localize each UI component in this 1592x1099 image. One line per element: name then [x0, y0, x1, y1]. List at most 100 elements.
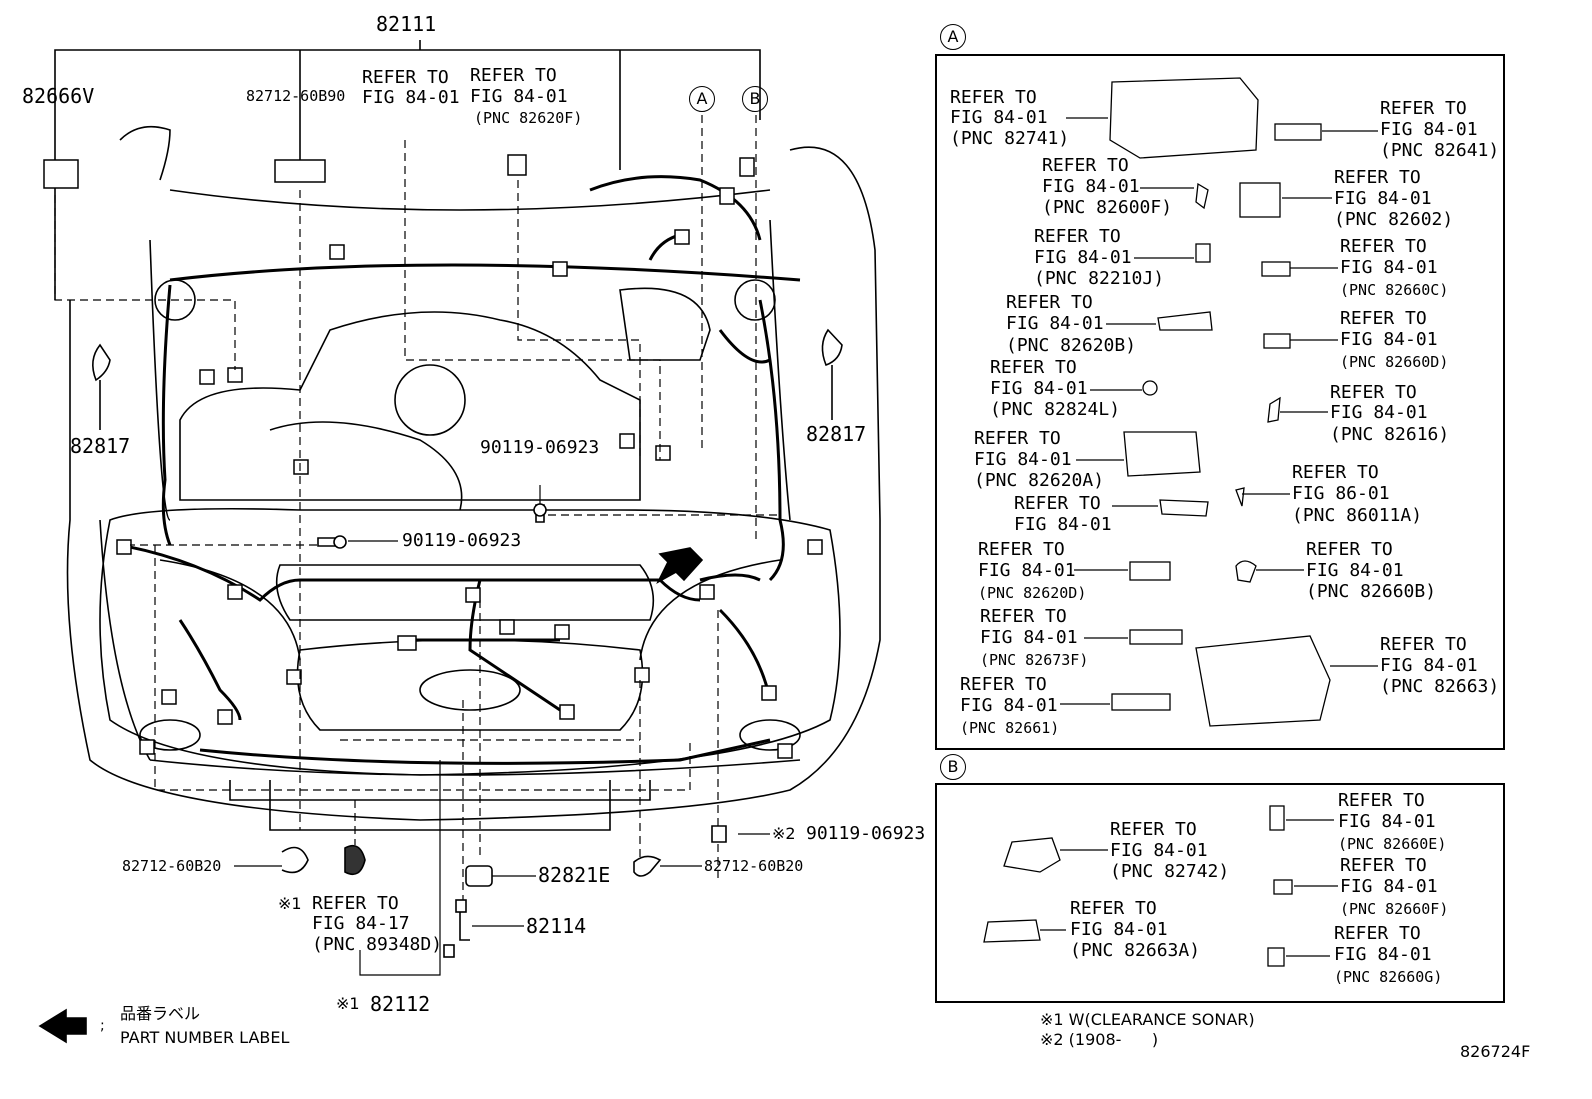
ref-82616-line2: FIG 84-01 [1330, 402, 1428, 423]
ref-82641-line3: (PNC 82641) [1380, 140, 1500, 161]
ref-b-line3: (PNC 82620F) [474, 109, 583, 127]
ref-82663-line1: REFER TO [1380, 634, 1467, 655]
ref-82824L-line3: (PNC 82824L) [990, 399, 1121, 420]
ref-82616-line1: REFER TO [1330, 382, 1417, 403]
harness-cowl [169, 263, 801, 282]
part-82821E [465, 865, 493, 887]
callout-b: B [742, 86, 768, 112]
ref-82660F-line1: REFER TO [1340, 855, 1427, 876]
ref-unlabeled-line1: REFER TO [1014, 493, 1101, 514]
relay-block-82741 [1109, 77, 1259, 159]
clamp-left-label: 82712-60B20 [122, 857, 222, 875]
clamp-right-label: 82712-60B20 [704, 857, 804, 875]
ref-82620D-line3: (PNC 82620D) [978, 584, 1087, 602]
part-82712-60B90: 82712-60B90 [246, 87, 346, 105]
harness-bumper [119, 543, 701, 602]
left-fender-top [119, 125, 171, 181]
fog-lamp-right [739, 719, 801, 751]
legend-en: PART NUMBER LABEL [120, 1028, 290, 1047]
ref-86011A-line1: REFER TO [1292, 462, 1379, 483]
ref-82673F-line2: FIG 84-01 [980, 627, 1078, 648]
part-82821E: 82821E [538, 863, 611, 887]
ref-82616-line3: (PNC 82616) [1330, 424, 1450, 445]
ref-b-line2: FIG 84-01 [470, 86, 568, 107]
sensor-ref-line3: (PNC 89348D) [312, 934, 443, 955]
part-82112: 82112 [370, 992, 431, 1016]
ref-82660E-line2: FIG 84-01 [1338, 811, 1436, 832]
ref-82600F-line2: FIG 84-01 [1042, 176, 1140, 197]
body-outline [66, 300, 881, 821]
ref-82660C-line2: FIG 84-01 [1340, 257, 1438, 278]
ref-82661-line3: (PNC 82661) [960, 719, 1060, 737]
ref-82600F-line3: (PNC 82600F) [1042, 197, 1173, 218]
bolt-90119-06923-mid: 90119-06923 [402, 530, 522, 551]
ref-82741-line3: (PNC 82741) [950, 128, 1070, 149]
sensor-mark: ※1 [278, 894, 302, 913]
ref-82210J-line1: REFER TO [1034, 226, 1121, 247]
part-82111: 82111 [376, 12, 437, 36]
ref-82602-line1: REFER TO [1334, 167, 1421, 188]
ref-82641-line1: REFER TO [1380, 98, 1467, 119]
ref-82620A-line1: REFER TO [974, 428, 1061, 449]
part-number-label-arrow [656, 547, 704, 584]
ref-82824L-line2: FIG 84-01 [990, 378, 1088, 399]
ref-82620B-line2: FIG 84-01 [1006, 313, 1104, 334]
ref-82602-line2: FIG 84-01 [1334, 188, 1432, 209]
ref-82660E-line1: REFER TO [1338, 790, 1425, 811]
ref-82620A-line2: FIG 84-01 [974, 449, 1072, 470]
sensor-ref-line1: REFER TO [312, 893, 399, 914]
ref-82673F-line1: REFER TO [980, 606, 1067, 627]
part-82114: 82114 [526, 914, 587, 938]
grille-lower [296, 639, 644, 731]
clip-82817-right [821, 328, 843, 367]
ref-82660C-line1: REFER TO [1340, 236, 1427, 257]
ref-82824L-line1: REFER TO [990, 357, 1077, 378]
emblem [419, 669, 521, 711]
ref-82742-line1: REFER TO [1110, 819, 1197, 840]
ref-82660E-line3: (PNC 82660E) [1338, 835, 1447, 853]
callout-a: A [689, 86, 715, 112]
ref-82660D-line2: FIG 84-01 [1340, 329, 1438, 350]
ref-82663A-line3: (PNC 82663A) [1070, 940, 1201, 961]
reservoir [619, 287, 711, 361]
part-82112-mark: ※1 [336, 994, 360, 1013]
ref-82660B-line1: REFER TO [1306, 539, 1393, 560]
clip-82817-left [92, 343, 111, 382]
ref-82620D-line2: FIG 84-01 [978, 560, 1076, 581]
detail-panel-a [935, 54, 1505, 750]
ref-82210J-line3: (PNC 82210J) [1034, 268, 1165, 289]
ref-82660B-line2: FIG 84-01 [1306, 560, 1404, 581]
ref-82600F-line1: REFER TO [1042, 155, 1129, 176]
ref-unlabeled-line2: FIG 84-01 [1014, 514, 1112, 535]
ref-82210J-line2: FIG 84-01 [1034, 247, 1132, 268]
ref-82660D-line1: REFER TO [1340, 308, 1427, 329]
note-1: ※1 W(CLEARANCE SONAR) [1040, 1010, 1255, 1029]
ref-82660D-line3: (PNC 82660D) [1340, 353, 1449, 371]
ref-82661-line2: FIG 84-01 [960, 695, 1058, 716]
fog-lamp-left [139, 719, 201, 751]
bolt-90119-06923-lower: 90119-06923 [806, 823, 926, 844]
ref-82660F-line2: FIG 84-01 [1340, 876, 1438, 897]
ref-82663-line3: (PNC 82663) [1380, 676, 1500, 697]
panel-b-tag: B [940, 754, 966, 780]
hood-edge [169, 189, 771, 211]
ref-82742-line3: (PNC 82742) [1110, 861, 1230, 882]
legend-arrow-icon [38, 1008, 87, 1044]
relay-block-82663 [1195, 635, 1331, 727]
ref-82660C-line3: (PNC 82660C) [1340, 281, 1449, 299]
part-82666V: 82666V [22, 84, 95, 108]
ref-86011A-line3: (PNC 86011A) [1292, 505, 1423, 526]
ref-82660G-line2: FIG 84-01 [1334, 944, 1432, 965]
ref-82663A-line2: FIG 84-01 [1070, 919, 1168, 940]
ref-b-line1: REFER TO [470, 65, 557, 86]
part-82817-right: 82817 [806, 422, 867, 446]
ref-82660F-line3: (PNC 82660F) [1340, 900, 1449, 918]
ref-82661-line1: REFER TO [960, 674, 1047, 695]
engine-block [179, 311, 641, 501]
ref-a-line1: REFER TO [362, 67, 449, 88]
ref-82742-line2: FIG 84-01 [1110, 840, 1208, 861]
ref-82620B-line1: REFER TO [1006, 292, 1093, 313]
ref-82660G-line3: (PNC 82660G) [1334, 968, 1443, 986]
diagram-id: 826724F [1460, 1042, 1531, 1061]
